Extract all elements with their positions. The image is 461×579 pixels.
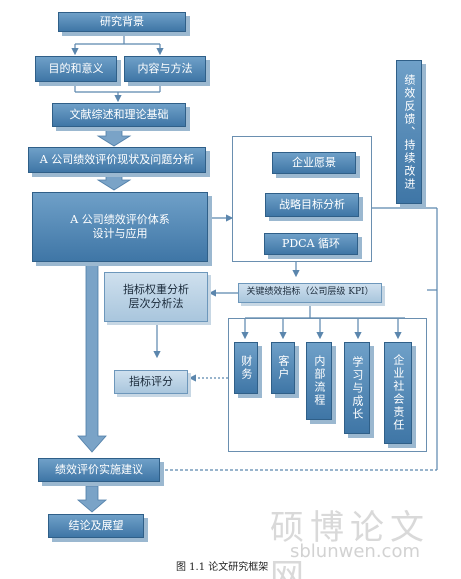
purpose-significance-box: 目的和意义 bbox=[35, 56, 117, 82]
internal-process-box: 内部流程 bbox=[306, 342, 332, 420]
system-design-box: A 公司绩效评价体系 设计与应用 bbox=[32, 192, 208, 262]
watermark-text: 硕博论文网 bbox=[270, 508, 430, 579]
vision-box: 企业愿景 bbox=[272, 152, 356, 174]
conclusion-box: 结论及展望 bbox=[48, 514, 144, 538]
flow-arrow bbox=[76, 485, 108, 513]
weight-analysis-box: 指标权重分析 层次分析法 bbox=[104, 272, 208, 322]
watermark-url: sblunwen.com bbox=[290, 541, 420, 562]
content-method-box: 内容与方法 bbox=[124, 56, 206, 82]
strategy-analysis-box: 战略目标分析 bbox=[265, 193, 359, 217]
flow-arrow bbox=[96, 171, 132, 191]
status-analysis-box: A 公司绩效评价现状及问题分析 bbox=[28, 147, 206, 173]
learning-growth-box: 学习与成长 bbox=[344, 342, 370, 434]
figure-caption: 图 1.1 论文研究框架 bbox=[176, 562, 269, 573]
weight-analysis-line2: 层次分析法 bbox=[128, 297, 184, 310]
dimensions-frame bbox=[228, 318, 427, 452]
feedback-improvement-box: 绩效反馈、持续改进 bbox=[396, 60, 422, 204]
weight-analysis-line1: 指标权重分析 bbox=[123, 283, 189, 297]
finance-box: 财务 bbox=[234, 342, 258, 394]
system-design-line2: 设计与应用 bbox=[92, 227, 148, 240]
indicator-scoring-box: 指标评分 bbox=[114, 370, 188, 394]
csr-box: 企业社会责任 bbox=[384, 342, 412, 444]
pdca-box: PDCA 循环 bbox=[264, 233, 358, 255]
research-background-box: 研究背景 bbox=[58, 12, 186, 32]
kpi-box: 关键绩效指标（公司层级 KPI） bbox=[238, 283, 382, 303]
flow-arrow bbox=[77, 261, 107, 453]
flow-arrow bbox=[96, 127, 132, 147]
literature-review-box: 文献综述和理论基础 bbox=[52, 103, 186, 127]
strategy-frame bbox=[232, 136, 372, 262]
customer-box: 客户 bbox=[271, 342, 295, 394]
implementation-box: 绩效评价实施建议 bbox=[38, 458, 160, 482]
system-design-line1: A 公司绩效评价体系 bbox=[70, 213, 170, 227]
